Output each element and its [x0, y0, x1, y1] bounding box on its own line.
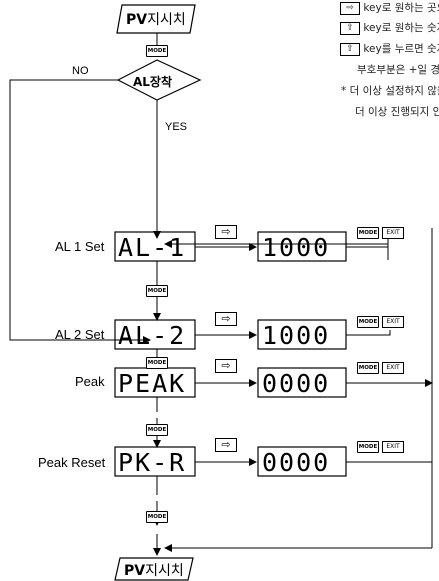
row1-code: AL-1 [118, 233, 187, 262]
up-arrow-key-icon: ⇧ [340, 21, 360, 35]
mode-key-icon: MODE [146, 511, 168, 523]
note-line-6: 더 이상 진행되지 안 [355, 106, 439, 118]
row1-value: 1000 [262, 233, 331, 262]
row1-label: AL 1 Set [55, 239, 105, 254]
mode-key-icon: MODE [146, 424, 168, 436]
mode-key-icon: MODE [146, 285, 168, 297]
mode-key-icon: MODE [146, 357, 168, 369]
decision-yes-label: YES [165, 121, 188, 133]
right-arrow-key-icon: ⇨ [215, 225, 237, 239]
row3-value: 0000 [262, 369, 331, 398]
note-line-2: ⇧ key로 원하는 숫자 [340, 20, 439, 35]
row2-label: AL 2 Set [55, 327, 105, 342]
up-arrow-key-icon: ⇧ [340, 42, 360, 56]
row3-code: PEAK [118, 369, 187, 398]
right-arrow-key-icon: ⇨ [215, 359, 237, 373]
row4-label: Peak Reset [38, 455, 106, 470]
exit-key-icon: EXIT [382, 362, 404, 374]
decision-diamond [116, 59, 202, 101]
row3-label: Peak [75, 374, 105, 389]
row4-value: 0000 [262, 448, 331, 477]
start-terminal [116, 4, 196, 34]
decision-no-label: NO [72, 65, 89, 77]
right-arrow-key-icon: ⇨ [215, 312, 237, 326]
exit-key-icon: EXIT [382, 227, 404, 239]
mode-key-icon: MODE [357, 441, 379, 453]
right-arrow-key-icon: ⇨ [215, 438, 237, 452]
note-line-5: * 더 이상 설정하지 않을 [341, 85, 439, 97]
note-line-3: ⇧ key를 누르면 숫자 [340, 41, 439, 56]
end-terminal [114, 557, 194, 581]
row2-code: AL-2 [118, 321, 187, 350]
row4-code: PK-R [118, 448, 187, 477]
note-line-4: 부호부분은 +일 경 [357, 64, 439, 76]
note-line-1: ⇨ key로 원하는 곳으 [340, 0, 439, 15]
end-label: PV지시치 [124, 563, 184, 579]
exit-key-icon: EXIT [382, 441, 404, 453]
row2-value: 1000 [262, 321, 331, 350]
mode-key-icon: MODE [146, 45, 168, 57]
exit-key-icon: EXIT [382, 316, 404, 328]
mode-key-icon: MODE [357, 362, 379, 374]
decision-label: AL장착 [133, 75, 173, 89]
start-label: PV지시치 [126, 12, 186, 28]
right-arrow-key-icon: ⇨ [340, 1, 360, 15]
mode-key-icon: MODE [357, 227, 379, 239]
mode-key-icon: MODE [357, 316, 379, 328]
